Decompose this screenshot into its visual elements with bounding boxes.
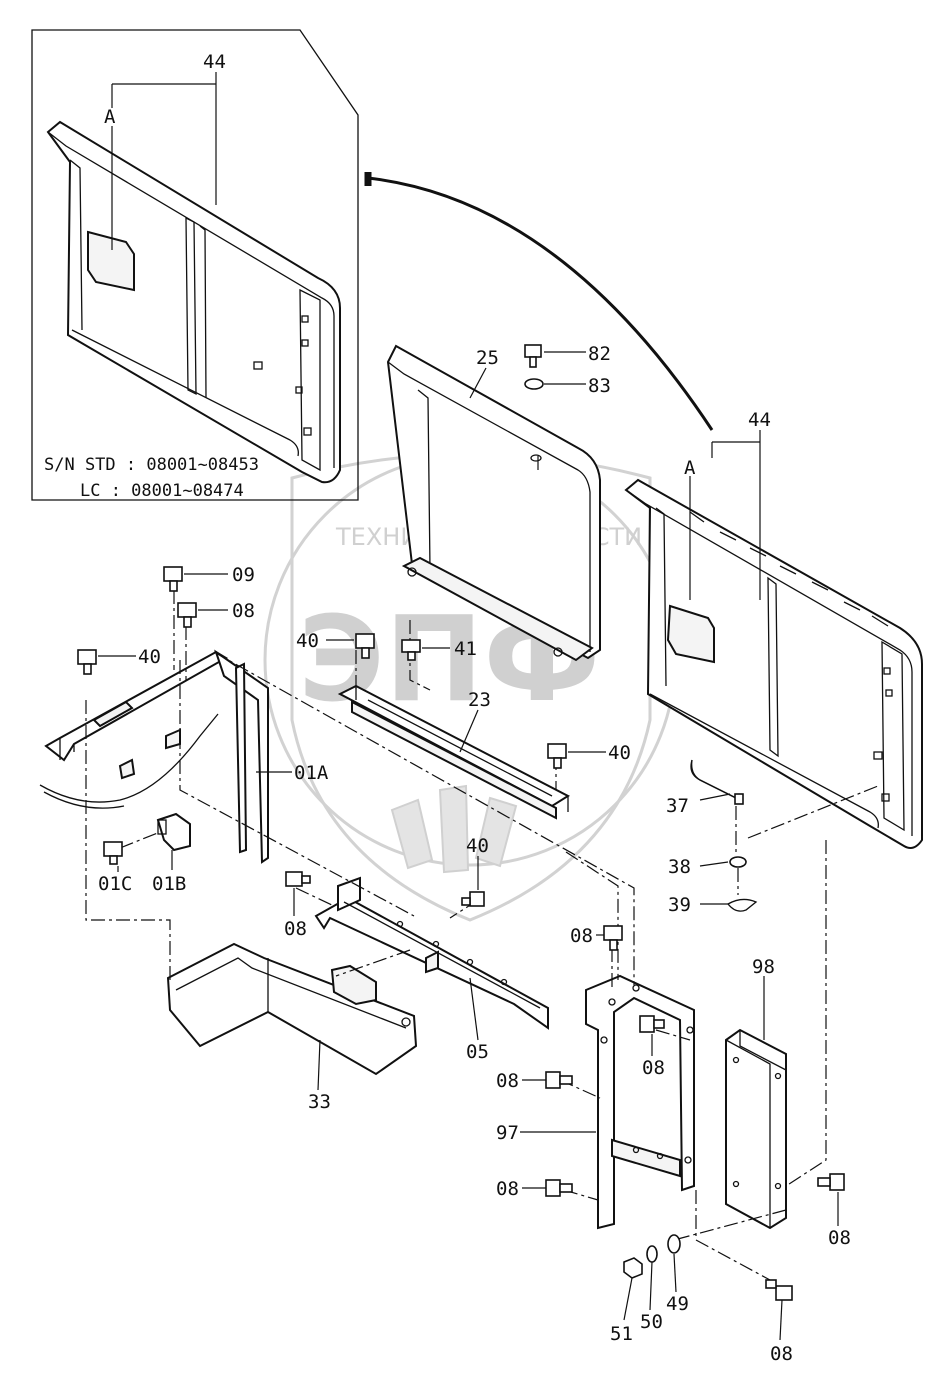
callout-08-top: 08 [232,600,255,622]
part-05-bar [314,876,549,1030]
callout-97: 97 [496,1122,519,1144]
wheat-emblem [390,784,518,874]
part-38-washer [729,856,747,868]
callout-82: 82 [588,343,611,365]
nut-51-icon [623,1257,643,1279]
callout-38: 38 [668,856,691,878]
callout-39: 39 [668,894,691,916]
bolt-08-mid-icon [285,871,311,887]
bolt-09-icon [163,566,183,592]
washer-49-icon [667,1234,681,1254]
part-23-channel [337,684,571,820]
part-25-frame [386,344,601,662]
callout-08-bottom: 08 [770,1343,793,1365]
bolt-08-bracket-icon [639,1015,665,1033]
bolt-08-top-icon [177,602,197,628]
callout-98: 98 [752,956,775,978]
part-44-cover [624,478,923,849]
serial-range-std: S/N STD : 08001~08453 [44,455,259,475]
callout-08-left2: 08 [496,1178,519,1200]
callout-08-bracket: 08 [642,1057,665,1079]
callout-09: 09 [232,564,255,586]
bolt-01c-icon [103,841,123,865]
callout-01a: 01A [294,762,329,784]
callout-25: 25 [476,347,499,369]
callout-01b: 01B [152,873,186,895]
part-98-plate [725,1028,787,1230]
callout-40-low: 40 [466,835,489,857]
callout-44: 44 [748,409,771,431]
callout-83: 83 [588,375,611,397]
bolt-40-right-icon [547,743,567,769]
washer-83-icon [524,378,544,390]
bolt-82-icon [524,344,542,368]
callout-08-far: 08 [828,1227,851,1249]
callout-40-right: 40 [608,742,631,764]
bolt-08-left1-icon [545,1071,573,1089]
callout-08-right: 08 [570,925,593,947]
bolt-08-left2-icon [545,1179,573,1197]
callout-44-inset: 44 [203,51,226,73]
callout-01c: 01C [98,873,132,895]
serial-range-lc: LC : 08001~08474 [80,481,244,501]
part-39-pin [727,898,758,912]
bolt-08-bottom-icon [765,1279,793,1301]
bolt-40-left-icon [77,649,97,675]
callout-40-mid: 40 [296,630,319,652]
bolt-08-far-icon [817,1173,845,1191]
callout-05: 05 [466,1041,489,1063]
inset-box: 44 A S/N STD : 08001~08453 LC : 08001~08… [31,29,359,501]
callout-40-left: 40 [138,646,161,668]
callout-labels: 25 82 83 44 A 09 08 40 40 41 23 40 01A 3… [98,343,851,1365]
bolt-08-right-icon [603,925,623,951]
callout-08-mid: 08 [284,918,307,940]
part-97-bracket [585,974,695,1230]
callout-23: 23 [468,689,491,711]
callout-a-inset: A [104,106,116,128]
assembly-lines [85,456,879,1281]
part-33-cover [166,942,418,1076]
part-37-handle [690,759,744,805]
bolt-40-mid-icon [355,633,375,659]
part-01a-frame [39,649,269,864]
callout-a: A [684,457,696,479]
callout-37: 37 [666,795,689,817]
washer-50-icon [646,1245,658,1263]
callout-49: 49 [666,1293,689,1315]
leader-lines [98,351,839,1341]
callout-51: 51 [610,1323,633,1345]
bolt-41-icon [401,639,421,661]
callout-08-left1: 08 [496,1070,519,1092]
part-01b-bracket [156,812,191,852]
callout-41: 41 [454,638,477,660]
callout-50: 50 [640,1311,663,1333]
fasteners [77,344,845,1301]
bolt-40-low-icon [461,891,485,907]
inset-cover-panel [46,120,341,484]
reference-arc [367,176,714,431]
callout-33: 33 [308,1091,331,1113]
